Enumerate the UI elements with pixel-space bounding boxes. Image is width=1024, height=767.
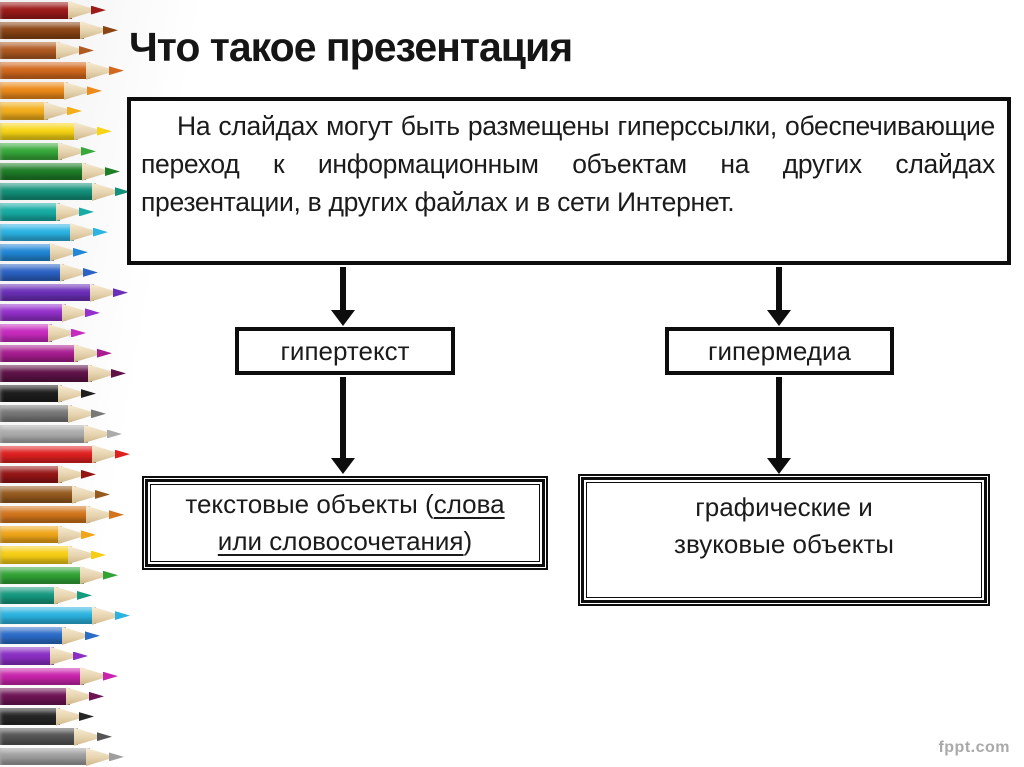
pencil-icon: [0, 202, 94, 222]
text-objects-prefix: текстовые объекты (: [185, 489, 434, 519]
description-text: На слайдах могут быть размещены гиперссы…: [141, 111, 995, 217]
pencil-icon: [0, 747, 124, 767]
pencil-icon: [0, 323, 86, 343]
pencil-icon: [0, 384, 96, 404]
pencil-icon: [0, 545, 106, 565]
description-box: На слайдах могут быть размещены гиперссы…: [127, 97, 1011, 265]
pencil-icon: [0, 525, 96, 545]
arrow-head-icon: [767, 458, 791, 474]
arrow-stem: [340, 377, 346, 460]
node-border: графические и звуковые объекты: [581, 477, 987, 603]
node-hypertext: гипертекст: [235, 327, 455, 375]
pencil-icon: [0, 565, 118, 585]
pencil-icon: [0, 585, 92, 605]
watermark: fppt.com: [938, 739, 1010, 756]
pencil-icon: [0, 343, 112, 363]
arrow-stem: [776, 377, 782, 460]
pencil-icon: [0, 222, 108, 242]
arrow-down-to-hypermedia: [767, 267, 791, 326]
arrow-down-to-text-objects: [331, 377, 355, 474]
pencil-icon: [0, 646, 88, 666]
arrow-head-icon: [331, 310, 355, 326]
pencil-icon: [0, 666, 118, 686]
pencil-decoration: [0, 0, 150, 767]
arrow-head-icon: [331, 458, 355, 474]
pencil-icon: [0, 706, 94, 726]
pencil-icon: [0, 283, 128, 303]
pencil-icon: [0, 161, 120, 181]
pencil-icon: [0, 141, 96, 161]
pencil-icon: [0, 444, 130, 464]
graphic-sound-text: графические и звуковые объекты: [674, 492, 894, 559]
arrow-down-to-graphic-objects: [767, 377, 791, 474]
pencil-icon: [0, 121, 112, 141]
pencil-icon: [0, 363, 126, 383]
pencil-icon: [0, 505, 124, 525]
pencil-icon: [0, 61, 124, 81]
pencil-icon: [0, 727, 112, 747]
node-text-objects-label: текстовые объекты (слова или словосочета…: [150, 484, 540, 562]
text-objects-suffix: ): [463, 526, 473, 556]
pencil-icon: [0, 182, 130, 202]
pencil-icon: [0, 686, 104, 706]
pencil-icon: [0, 404, 106, 424]
pencil-icon: [0, 101, 82, 121]
pencil-icon: [0, 40, 94, 60]
pencil-icon: [0, 424, 122, 444]
node-hypermedia: гипермедиа: [665, 327, 894, 375]
pencil-icon: [0, 262, 98, 282]
arrow-down-to-hypertext: [331, 267, 355, 326]
text-objects-underlined: слова или словосочетания: [217, 489, 505, 556]
arrow-stem: [340, 267, 346, 312]
pencil-icon: [0, 242, 88, 262]
arrow-stem: [776, 267, 782, 312]
pencil-icon: [0, 464, 96, 484]
pencil-icon: [0, 606, 130, 626]
node-graphic-sound-objects: графические и звуковые объекты: [578, 474, 990, 606]
pencil-icon: [0, 20, 118, 40]
pencil-icon: [0, 303, 100, 323]
node-graphic-sound-label: графические и звуковые объекты: [586, 482, 982, 598]
pencil-icon: [0, 484, 110, 504]
pencil-icon: [0, 0, 106, 20]
pencil-icon: [0, 626, 100, 646]
node-text-objects: текстовые объекты (слова или словосочета…: [142, 476, 548, 570]
slide-title: Что такое презентация: [129, 24, 573, 70]
pencil-icon: [0, 81, 102, 101]
arrow-head-icon: [767, 310, 791, 326]
node-border: текстовые объекты (слова или словосочета…: [145, 479, 545, 567]
